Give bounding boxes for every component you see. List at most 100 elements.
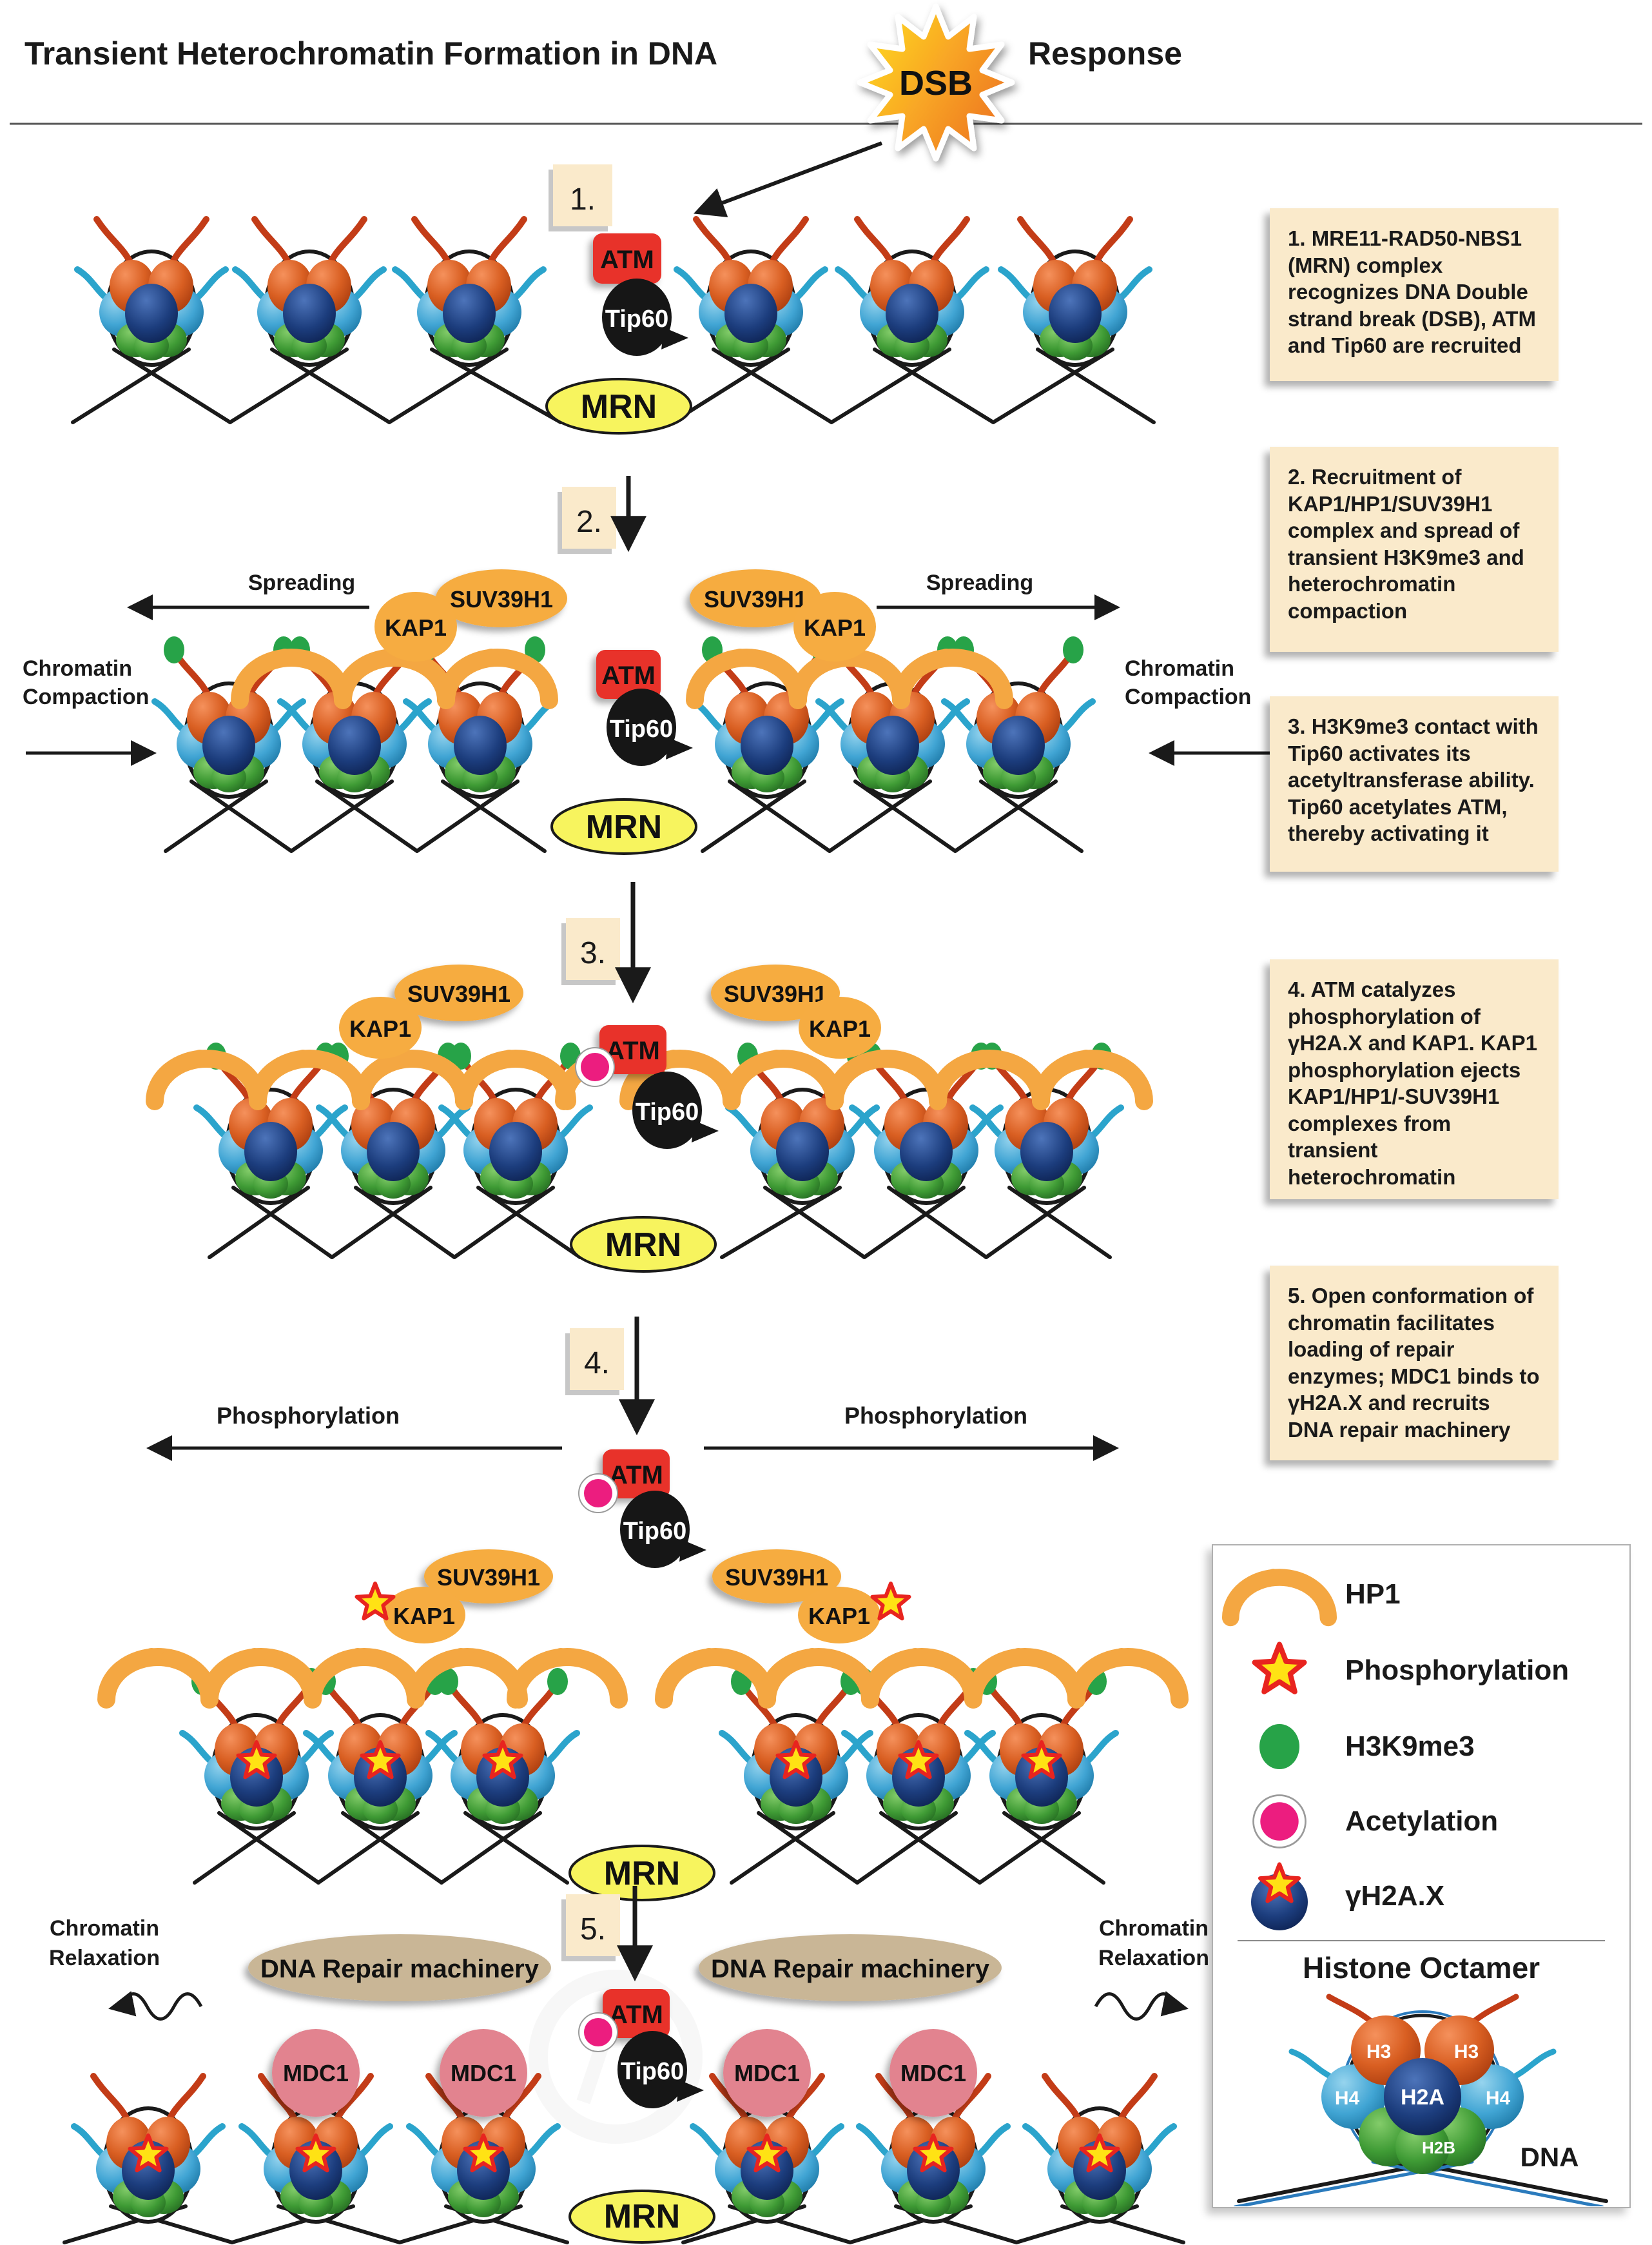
step1-number-box: 1. [549,164,612,231]
step3-number-box: 3. [561,918,620,985]
note-step-3: 3. H3K9me3 contact with Tip60 activates … [1270,696,1559,872]
chromatin-compaction-left-label2: Compaction [23,685,149,709]
chromatin-relaxation-left-label: Chromatin [50,1916,159,1941]
mrn-complex: MRN [550,798,697,855]
kap1-complex: KAP1 [799,997,881,1059]
dna-strand [71,348,1156,424]
tip60-protein: Tip60 [617,2031,704,2108]
tip60-protein: Tip60 [620,1491,706,1568]
atm-label: ATM [600,246,654,274]
chromatin-compaction-right-label: Chromatin [1125,656,1234,681]
nucleosome [838,219,986,365]
suv39h1-label: SUV39H1 [450,586,553,613]
legend-item-h3k9me3: H3K9me3 [1213,1711,1629,1783]
suv39h1-label: SUV39H1 [724,981,827,1007]
mdc1-protein: MDC1 [723,2029,811,2117]
atm-label: ATM [606,1037,660,1065]
dsb-label: DSB [899,64,973,103]
acetylation-dot-icon [575,1047,615,1087]
mrn-label: MRN [586,809,662,846]
step1-number: 1. [570,182,596,217]
note-step-2: 2. Recruitment of KAP1/HP1/SUV39H1 compl… [1270,447,1559,652]
h2a-sphere [1384,2058,1461,2135]
kap1-complex: KAP1 [383,1587,465,1643]
mdc1-label: MDC1 [900,2060,966,2086]
tip60-label: Tip60 [605,306,669,333]
atm-protein: ATM [596,650,661,699]
h2a-label: H2A [1401,2085,1444,2110]
mdc1-protein: MDC1 [889,2029,977,2117]
tip60-label: Tip60 [621,2058,685,2085]
mrn-label: MRN [581,388,657,426]
chromatin-relaxation-right-label2: Relaxation [1098,1946,1209,1970]
atm-protein: ATM [603,1449,670,1498]
page-title-suffix: Response [1028,35,1182,72]
kap1-label: KAP1 [385,614,447,641]
atm-label: ATM [609,1461,663,1489]
gamma-h2ax-icon [1213,1859,1345,1934]
suv39h1-complex: SUV39H1 [690,569,821,627]
legend-label: Phosphorylation [1345,1654,1569,1686]
suv39h1-label: SUV39H1 [704,586,807,613]
legend-label: H3K9me3 [1345,1730,1475,1762]
suv39h1-complex: SUV39H1 [711,965,840,1021]
spreading-right-label: Spreading [926,571,1033,595]
step2-number-box: 2. [558,487,616,554]
kap1-label: KAP1 [808,1603,870,1629]
suv39h1-label: SUV39H1 [437,1564,540,1591]
phosphorylation-star-icon [1213,1638,1345,1703]
mdc1-protein: MDC1 [440,2029,527,2117]
step4-number-box: 4. [565,1328,624,1395]
nucleosome [306,1668,454,1828]
relaxation-left-wavy-arrow [108,1991,203,2021]
note-step-5: 5. Open conformation of chromatin facili… [1270,1266,1559,1460]
mrn-label: MRN [605,1226,681,1264]
chromatin-compaction-right-label2: Compaction [1125,685,1251,709]
note-step-4: 4. ATM catalyzes phosphorylation of γH2A… [1270,959,1559,1199]
legend-divider [1238,1940,1605,1941]
nucleosome [74,2076,222,2222]
legend-item-phosphorylation: Phosphorylation [1213,1634,1629,1707]
legend-label: Acetylation [1345,1805,1499,1837]
step3-number: 3. [580,936,606,970]
dna-strand [164,779,1084,853]
step2-number: 2. [576,505,602,539]
h2b-label: H2B [1422,2138,1455,2157]
tip60-label: Tip60 [636,1099,699,1126]
legend-item-gamma-h2ax: γH2A.X [1213,1860,1629,1932]
hp1-arc-icon [1213,1562,1345,1627]
tip60-protein: Tip60 [602,279,688,356]
nucleosome [235,219,384,365]
legend-panel: HP1 Phosphorylation H3K9me3 Acetylation … [1212,1544,1631,2208]
octamer-title: Histone Octamer [1302,1951,1540,1985]
chromatin-compaction-left-label: Chromatin [23,656,132,681]
kap1-label: KAP1 [804,614,866,641]
dna-repair-machinery: DNA Repair machinery [699,1934,1002,2001]
nucleosome [1001,219,1149,365]
dna-strand [208,1186,1112,1259]
nucleosome [1025,2076,1174,2222]
legend-label: HP1 [1345,1578,1401,1610]
suv39h1-label: SUV39H1 [407,981,510,1007]
step5-number: 5. [580,1912,606,1946]
mrn-label: MRN [604,2198,680,2235]
h2b-sphere [1395,2120,1450,2174]
h4-label: H4 [1335,2088,1360,2109]
nucleosome [967,1668,1116,1828]
nucleosome [395,219,543,365]
atm-label: ATM [601,662,656,690]
suv39h1-complex: SUV39H1 [394,965,523,1021]
mrn-complex: MRN [570,1216,717,1273]
legend-label: γH2A.X [1345,1880,1445,1912]
nucleosome [722,1668,870,1828]
histone-octamer-diagram: H3 H3 H4 H4 H2A H2B DNA [1233,1994,1608,2206]
suv39h1-complex: SUV39H1 [424,1549,553,1603]
h4-label: H4 [1486,2088,1511,2109]
step4-number: 4. [584,1346,610,1380]
tip60-label: Tip60 [610,716,674,743]
kap1-complex: KAP1 [374,592,457,662]
h3k9me3-dot-icon [1213,1718,1345,1776]
atm-protein: ATM [593,233,661,284]
